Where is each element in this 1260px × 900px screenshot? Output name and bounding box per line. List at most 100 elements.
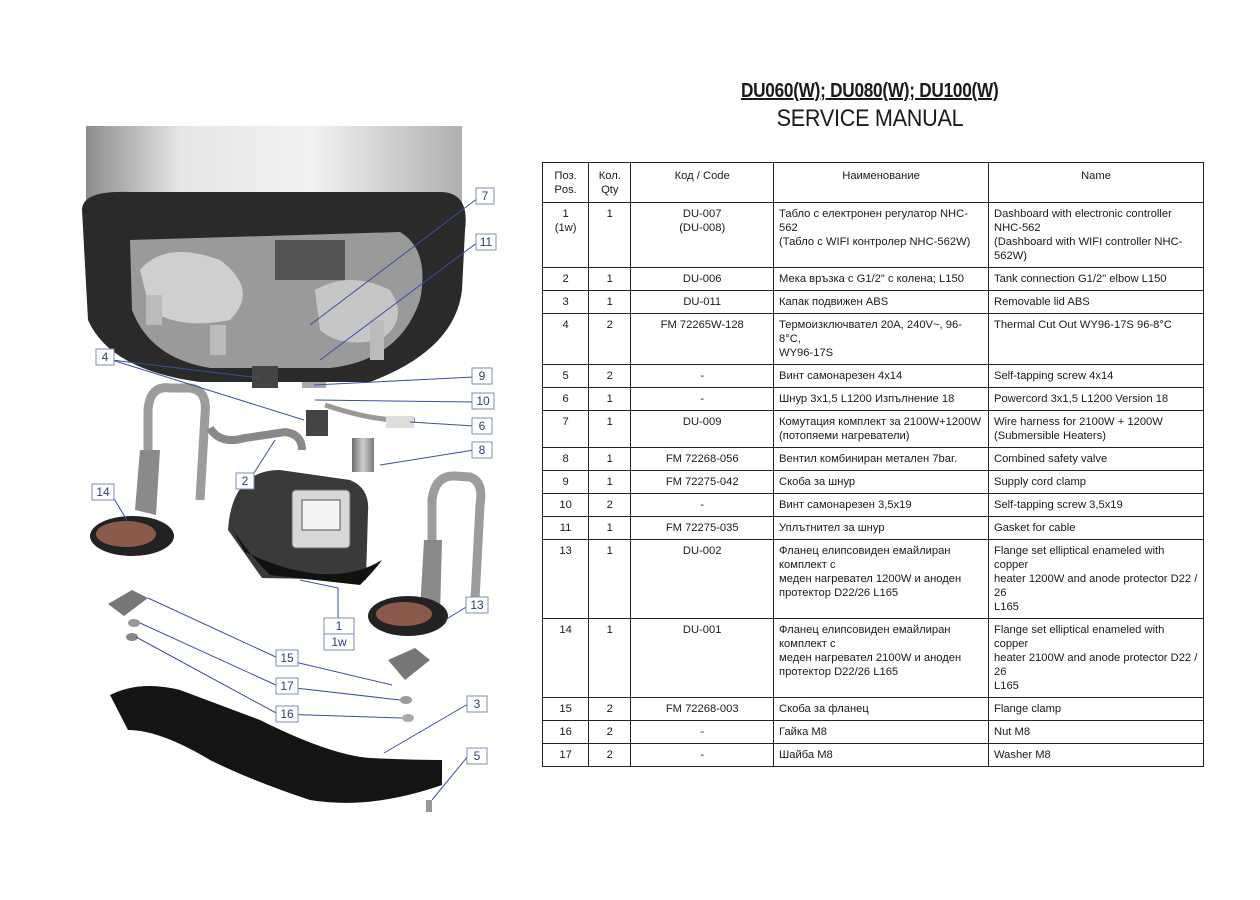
cell-qty: 1	[588, 202, 632, 268]
cell-qty: 1	[588, 516, 632, 540]
svg-text:7: 7	[482, 189, 489, 203]
document-manual-title: SERVICE MANUAL	[776, 105, 964, 132]
cell-name-en: Wire harness for 2100W + 1200W (Submersi…	[988, 410, 1204, 448]
cell-name-en: Combined safety valve	[988, 447, 1204, 471]
cell-name-bg: Винт самонарезен 4х14	[773, 364, 989, 388]
cell-name-bg: Скоба за фланец	[773, 697, 989, 721]
cell-code: FM 72275-035	[630, 516, 775, 540]
flange-left-face	[96, 521, 156, 547]
document-models-title: DU060(W); DU080(W); DU100(W)	[741, 80, 999, 102]
cell-qty: 2	[588, 313, 632, 365]
header-name-bg: Наименование	[773, 162, 989, 203]
svg-text:8: 8	[479, 443, 486, 457]
svg-text:17: 17	[280, 679, 294, 693]
svg-text:15: 15	[280, 651, 294, 665]
cell-pos: 9	[541, 470, 590, 494]
cell-pos: 3	[541, 290, 590, 314]
cell-code: DU-009	[630, 410, 775, 448]
callout-7: 7	[475, 187, 495, 205]
cell-name-bg: Термоизключвател 20А, 240V~, 96-8°C, WY9…	[773, 313, 989, 365]
cell-name-bg: Уплътнител за шнур	[773, 516, 989, 540]
callout-8: 8	[471, 441, 493, 459]
cell-qty: 2	[588, 364, 632, 388]
callout-16: 16	[275, 705, 299, 723]
washer-left	[128, 619, 140, 627]
cell-qty: 2	[588, 493, 632, 517]
cell-name-bg: Капак подвижен ABS	[773, 290, 989, 314]
callout-17: 17	[275, 677, 299, 695]
anode-right	[420, 540, 442, 615]
pipe-stub-mid	[210, 325, 226, 355]
cell-name-en: Flange set elliptical enameled with copp…	[988, 618, 1204, 698]
cell-code: DU-002	[630, 539, 775, 619]
cell-pos: 17	[541, 743, 590, 767]
cell-name-en: Supply cord clamp	[988, 470, 1204, 494]
table-header-row: Поз. Pos. Кол. Qty Код / Code Наименован…	[541, 162, 1204, 203]
callout-13: 13	[465, 596, 489, 614]
cell-code: FM 72275-042	[630, 470, 775, 494]
parts-table: Поз. Pos. Кол. Qty Код / Code Наименован…	[541, 162, 1204, 767]
callout-15: 15	[275, 649, 299, 667]
svg-text:11: 11	[480, 235, 493, 249]
cell-name-bg: Комутация комплект за 2100W+1200W (потоп…	[773, 410, 989, 448]
cell-code: FM 72268-003	[630, 697, 775, 721]
cell-pos: 7	[541, 410, 590, 448]
callout-10: 10	[471, 392, 495, 410]
cell-name-en: Tank connection G1/2" elbow L150	[988, 267, 1204, 291]
cell-code: -	[630, 364, 775, 388]
cell-code: -	[630, 720, 775, 744]
cell-name-en: Thermal Cut Out WY96-17S 96-8°C	[988, 313, 1204, 365]
cell-code: DU-007 (DU-008)	[630, 202, 775, 268]
cell-pos: 4	[541, 313, 590, 365]
cell-code: -	[630, 387, 775, 411]
cell-qty: 1	[588, 267, 632, 291]
removable-lid	[110, 686, 442, 803]
cell-qty: 1	[588, 410, 632, 448]
svg-text:1: 1	[336, 619, 343, 633]
svg-text:2: 2	[242, 474, 249, 488]
cell-code: DU-006	[630, 267, 775, 291]
flange-right-face	[376, 602, 432, 626]
cell-name-bg: Скоба за шнур	[773, 470, 989, 494]
cell-name-bg: Гайка М8	[773, 720, 989, 744]
heater-socket-left	[140, 252, 243, 324]
cell-name-bg: Шнур 3х1,5 L1200 Изпълнение 18	[773, 387, 989, 411]
cell-pos: 1 (1w)	[541, 202, 590, 268]
cell-qty: 1	[588, 387, 632, 411]
cell-pos: 16	[541, 720, 590, 744]
callout-14: 14	[91, 483, 115, 501]
dashboard-screen	[301, 499, 341, 531]
cell-name-en: Nut M8	[988, 720, 1204, 744]
cell-qty: 1	[588, 290, 632, 314]
heating-element-right	[427, 471, 486, 601]
cell-code: FM 72265W-128	[630, 313, 775, 365]
cell-name-en: Dashboard with electronic controller NHC…	[988, 202, 1204, 268]
tank-connection-hose	[206, 425, 306, 451]
svg-text:3: 3	[474, 697, 481, 711]
cell-pos: 14	[541, 618, 590, 698]
cell-name-en: Flange set elliptical enameled with copp…	[988, 539, 1204, 619]
washer-right	[400, 696, 412, 704]
cell-name-bg: Вентил комбиниран метален 7bar.	[773, 447, 989, 471]
cell-qty: 2	[588, 720, 632, 744]
anode-left	[135, 450, 160, 515]
header-pos: Поз. Pos.	[541, 162, 590, 203]
callout-11: 11	[475, 233, 497, 251]
leader-lines	[109, 197, 479, 801]
svg-text:5: 5	[474, 749, 481, 763]
cell-pos: 10	[541, 493, 590, 517]
cell-qty: 1	[588, 470, 632, 494]
diagram-canvas: 7 11 4 9 10 6 8 2 14 13 11w 15 17 16 3 5	[82, 126, 497, 812]
